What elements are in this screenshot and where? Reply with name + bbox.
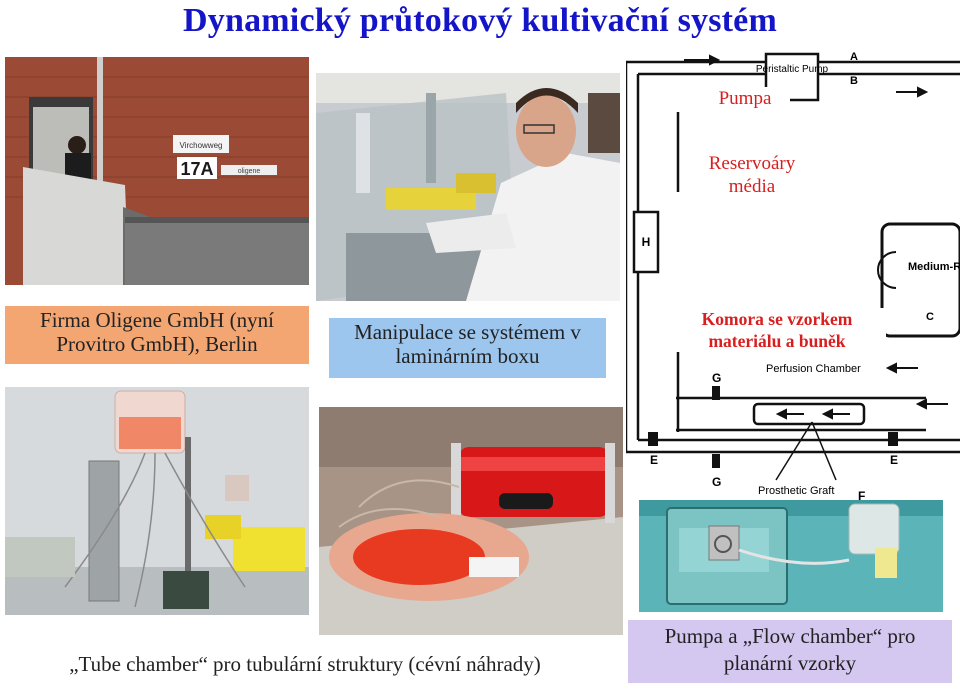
company-caption: Firma Oligene GmbH (nyní Provitro GmbH),…	[5, 306, 309, 364]
letter-b: B	[850, 75, 858, 87]
pump-label: Pumpa	[700, 87, 790, 110]
perfusion-chamber-text: Perfusion Chamber	[766, 363, 861, 375]
letter-a: A	[850, 52, 858, 63]
flow-diagram: H Peristaltic Pump A B Medium-Reservoir …	[624, 51, 960, 503]
letter-e-right: E	[890, 453, 898, 467]
flow-chamber-photo	[639, 500, 943, 612]
reservoir-label: Reservoáry média	[708, 153, 796, 197]
letter-e-left: E	[650, 453, 658, 467]
peristaltic-pump-text: Peristaltic Pump	[756, 64, 829, 75]
letter-h: H	[642, 235, 651, 249]
company-sign: oligene	[238, 168, 261, 175]
tube-device-photo	[319, 407, 623, 635]
flow-chamber-caption: Pumpa a „Flow chamber“ pro planární vzor…	[628, 620, 952, 683]
chamber-label: Komora se vzorkem materiálu a buněk	[668, 308, 886, 352]
lab-photo	[316, 73, 620, 301]
letter-c: C	[926, 311, 934, 323]
street-sign: Virchowweg	[180, 141, 223, 150]
medium-reservoir-text: Medium-Reservoir	[908, 261, 960, 273]
house-number-sign: 17A	[180, 159, 213, 179]
tube-chamber-caption: „Tube chamber“ pro tubulární struktury (…	[5, 652, 605, 680]
lab-caption: Manipulace se systémem v laminárním boxu	[329, 318, 606, 378]
letter-g-bottom: G	[712, 475, 721, 489]
letter-g-top: G	[712, 371, 721, 385]
building-photo: Virchowweg 17A oligene	[5, 57, 309, 285]
tube-chamber-photo	[5, 387, 309, 615]
page-title: Dynamický průtokový kultivační systém	[183, 2, 777, 39]
letter-f: F	[858, 489, 865, 502]
prosthetic-graft-text: Prosthetic Graft	[758, 485, 834, 497]
